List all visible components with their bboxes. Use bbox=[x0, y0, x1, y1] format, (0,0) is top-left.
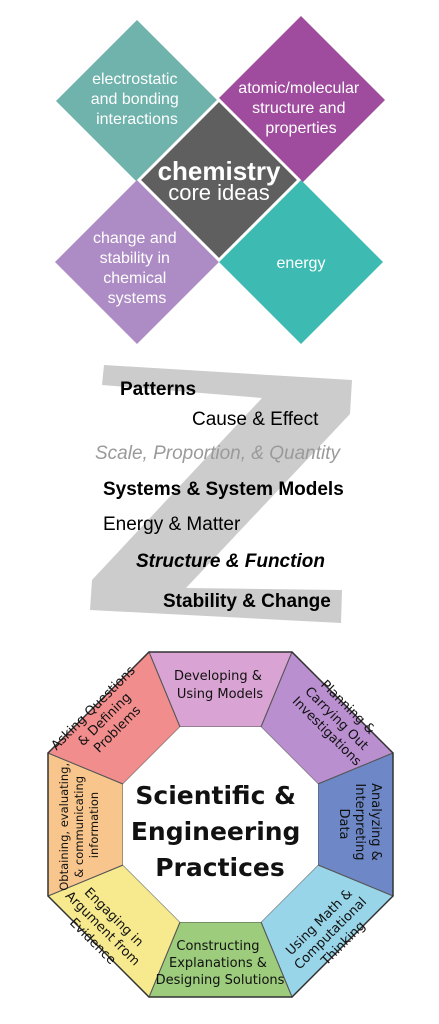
label-change-stability: change and stability in chemical systems bbox=[93, 230, 181, 307]
label-energy: energy bbox=[277, 255, 326, 272]
octagon-outline bbox=[47, 651, 394, 998]
label-developing-models: Developing & Using Models bbox=[174, 669, 266, 702]
core-ideas-diagram: electrostatic and bonding interactions a… bbox=[55, 16, 385, 344]
z-shape bbox=[90, 365, 352, 623]
concept-stability-change: Stability & Change bbox=[163, 591, 331, 612]
practices-title: Scientific & Engineering Practices bbox=[131, 781, 309, 882]
octagon-center bbox=[123, 727, 318, 922]
concept-patterns: Patterns bbox=[120, 379, 196, 400]
label-electrostatic: electrostatic and bonding interactions bbox=[91, 71, 184, 128]
crosscutting-diagram: Patterns Cause & Effect Scale, Proportio… bbox=[90, 365, 352, 623]
practices-diagram: Scientific & Engineering Practices Devel… bbox=[47, 651, 394, 998]
concept-cause-effect: Cause & Effect bbox=[192, 409, 319, 430]
concept-scale-proportion: Scale, Proportion, & Quantity bbox=[95, 443, 342, 464]
concept-structure-function: Structure & Function bbox=[136, 551, 325, 572]
concept-energy-matter: Energy & Matter bbox=[103, 514, 241, 535]
label-chemistry: chemistry bbox=[158, 156, 281, 186]
label-atomic-structure: atomic/molecular structure and propertie… bbox=[238, 80, 363, 137]
label-constructing-explanations: Constructing Explanations & Designing So… bbox=[156, 939, 285, 988]
label-analyzing-data: Analyzing & Interpreting Data bbox=[336, 783, 383, 865]
concept-systems: Systems & System Models bbox=[103, 479, 344, 500]
label-obtaining-information: Obtaining, evaluating, & communicating i… bbox=[57, 759, 101, 891]
diamond-center bbox=[136, 97, 302, 263]
label-core-ideas: core ideas bbox=[168, 180, 270, 205]
